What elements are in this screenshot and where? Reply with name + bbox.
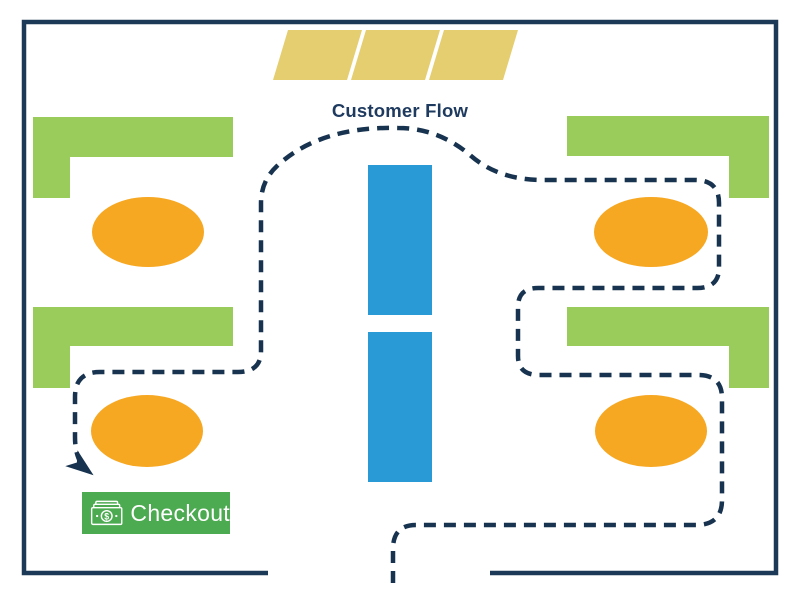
checkout-badge: $ Checkout bbox=[82, 492, 230, 534]
center-aisle-bottom bbox=[368, 332, 432, 482]
cash-money-icon: $ bbox=[90, 500, 123, 525]
center-aisle-top bbox=[368, 165, 432, 315]
entrance-mat bbox=[429, 30, 518, 80]
store-walls bbox=[21, 19, 779, 576]
display-table-top-right bbox=[594, 197, 708, 267]
customer-flow-path bbox=[65, 125, 725, 583]
shelf-bottom-right bbox=[567, 307, 769, 388]
entrance-mat bbox=[273, 30, 362, 80]
shelf-bottom-left bbox=[33, 307, 233, 388]
shelf-top-left bbox=[33, 117, 233, 198]
shelf-top-right bbox=[567, 116, 769, 198]
entrance-mat bbox=[351, 30, 440, 80]
checkout-label: Checkout bbox=[130, 499, 230, 526]
display-table-bottom-left bbox=[91, 395, 203, 467]
display-table-top-left bbox=[92, 197, 204, 267]
display-table-bottom-right bbox=[595, 395, 707, 467]
diagram-title: Customer Flow bbox=[331, 100, 469, 121]
dollar-sign-icon: $ bbox=[104, 511, 109, 521]
entrance-mats bbox=[273, 30, 518, 80]
